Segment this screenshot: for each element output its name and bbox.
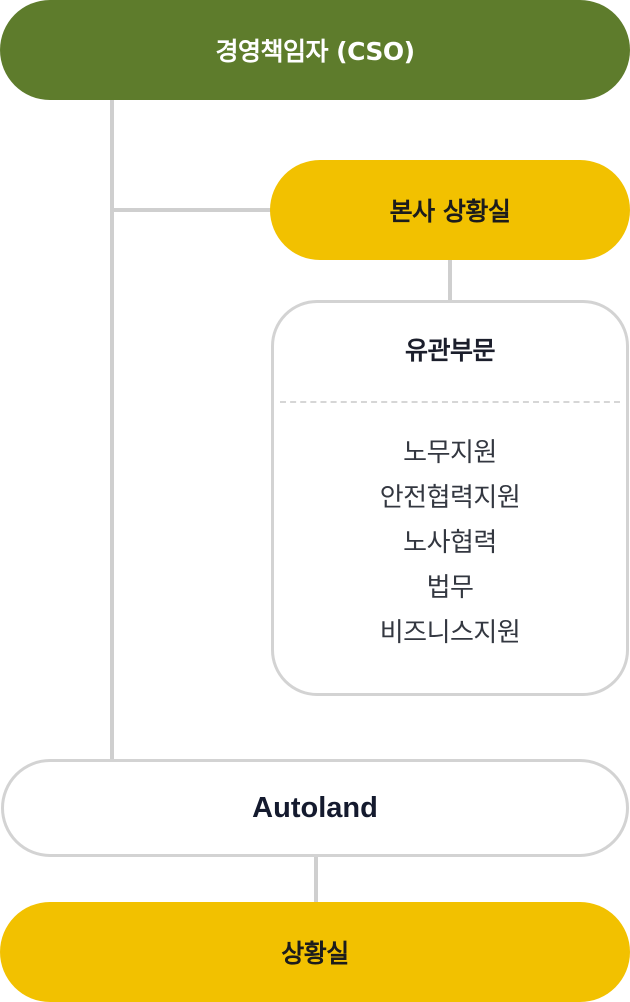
dashed-divider [280, 401, 620, 403]
department-list: 노무지원 안전협력지원 노사협력 법무 비즈니스지원 [274, 431, 626, 656]
situation-room-node: 상황실 [0, 902, 630, 1002]
connector-vertical-main [110, 99, 114, 760]
department-item: 비즈니스지원 [379, 618, 521, 648]
related-departments-title: 유관부문 [404, 336, 496, 365]
cso-label: 경영책임자 (CSO) [215, 37, 415, 66]
autoland-node: Autoland [1, 759, 629, 857]
department-item: 노무지원 [403, 438, 497, 468]
autoland-label: Autoland [252, 791, 378, 824]
department-item: 안전협력지원 [379, 483, 521, 513]
situation-room-label: 상황실 [281, 939, 349, 968]
connector-autoland-to-situation [314, 856, 318, 903]
hq-situation-room-label: 본사 상황실 [389, 197, 511, 226]
connector-hq-to-departments [448, 259, 452, 302]
cso-node: 경영책임자 (CSO) [0, 0, 630, 100]
department-item: 법무 [426, 573, 474, 603]
hq-situation-room-node: 본사 상황실 [270, 160, 630, 260]
related-departments-box: 유관부문 노무지원 안전협력지원 노사협력 법무 비즈니스지원 [271, 300, 629, 696]
connector-to-hq [112, 208, 271, 212]
department-item: 노사협력 [403, 528, 497, 558]
